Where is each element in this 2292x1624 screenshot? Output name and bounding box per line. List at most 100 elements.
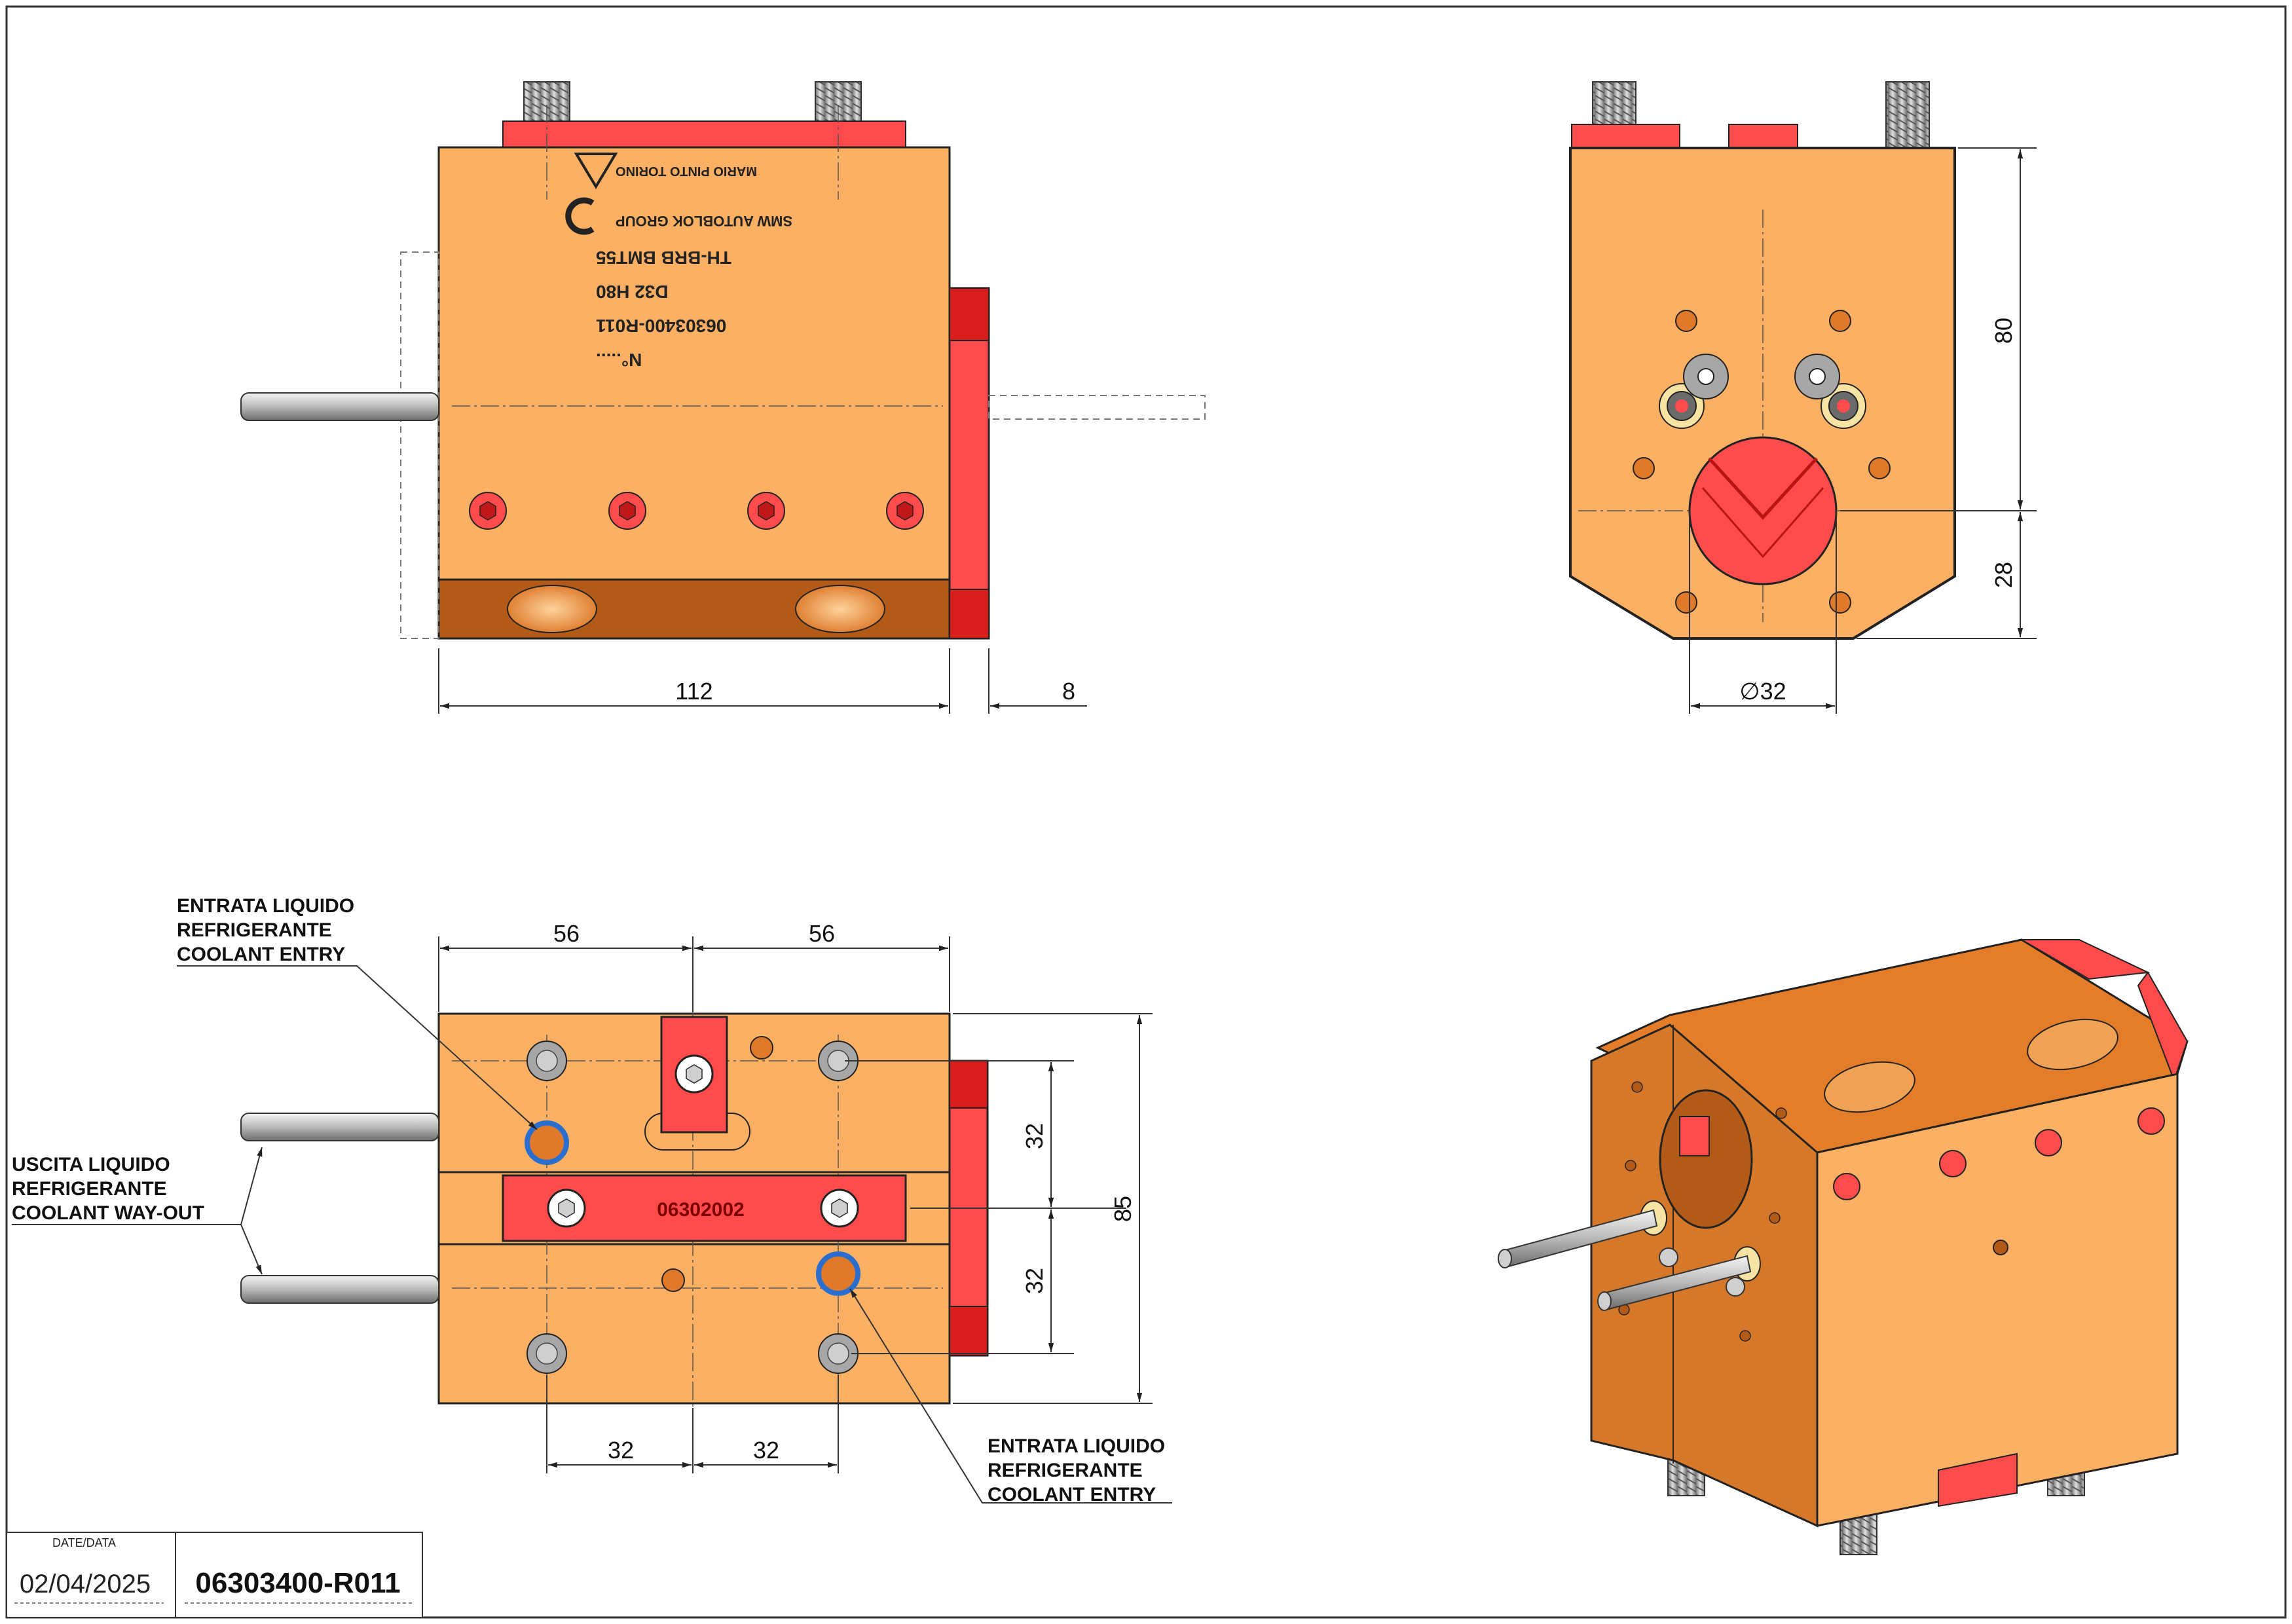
- bottom-coolant-pin-top: [240, 1113, 439, 1141]
- maker-logo-icon: [574, 153, 618, 189]
- hex-socket-icon: [558, 1198, 575, 1218]
- side-view: [1569, 81, 1956, 640]
- side-coolant-fitting-right: [1821, 383, 1866, 429]
- coolant-way-out-callout: USCITA LIQUIDO REFRIGERANTE COOLANT WAY-…: [12, 1147, 263, 1275]
- hole-icon: [1769, 1212, 1781, 1224]
- hole-icon: [1775, 1107, 1787, 1119]
- side-key-left: [1571, 124, 1680, 149]
- front-hidden-pin: [988, 395, 1206, 420]
- note-line: COOLANT WAY-OUT: [12, 1202, 204, 1224]
- hole-icon: [1829, 310, 1851, 332]
- note-line: REFRIGERANTE: [988, 1460, 1143, 1481]
- engraving-code: 06303400-R011: [596, 316, 726, 336]
- side-small-holes: [1633, 310, 1891, 614]
- bottom-flange-bottom: [949, 1306, 988, 1356]
- hex-socket-icon: [479, 501, 496, 521]
- hole-icon: [1829, 591, 1851, 614]
- dim-height-upper: 80: [1990, 318, 2017, 344]
- bottom-bolts: [527, 1041, 859, 1374]
- front-flange-bottom: [949, 589, 989, 639]
- note-line: REFRIGERANTE: [177, 919, 332, 941]
- note-line: ENTRATA LIQUIDO: [988, 1435, 1165, 1457]
- cap-screw-icon: [2035, 1129, 2062, 1156]
- hex-socket-icon: [686, 1064, 703, 1084]
- date-label: DATE/DATA: [52, 1536, 116, 1549]
- hex-socket-icon: [758, 501, 775, 521]
- front-flange-top: [949, 287, 989, 341]
- note-line: COOLANT ENTRY: [177, 944, 345, 965]
- side-bore-v-notch: [1708, 457, 1818, 520]
- iso-top-slot: [1824, 1061, 1915, 1113]
- hole-icon: [661, 1268, 685, 1292]
- iso-bore-key: [1679, 1116, 1710, 1156]
- front-view-dimensions: 112 8: [438, 648, 1087, 714]
- dim-length: 112: [675, 678, 712, 705]
- hole-icon: [750, 1036, 773, 1060]
- note-line: ENTRATA LIQUIDO: [177, 895, 354, 917]
- title-block: DATE/DATA 02/04/2025 06303400-R011: [6, 1532, 423, 1618]
- hole-icon: [1631, 1081, 1643, 1093]
- coolant-entry-top-callout: ENTRATA LIQUIDO REFRIGERANTE COOLANT ENT…: [177, 895, 538, 1130]
- hole-icon: [1633, 457, 1655, 479]
- iso-bore: [1659, 1089, 1753, 1229]
- front-coolant-pin: [240, 392, 439, 421]
- cap-screw-icon: [1833, 1173, 1860, 1200]
- bottom-view: 06302002: [240, 950, 989, 1460]
- front-view: N°..... 06303400-R011 D32 H80 TH-BRB BMT…: [240, 81, 1206, 640]
- dim-vertical-upper: 32: [1021, 1123, 1048, 1149]
- side-stud-right: [1885, 81, 1930, 148]
- front-cap-screws: [469, 492, 924, 530]
- brand-logo-icon: [565, 197, 595, 235]
- dim-bottom-left: 32: [608, 1437, 634, 1464]
- cap-screw-icon: [2137, 1107, 2165, 1135]
- iso-coolant-pins: [1498, 1200, 1761, 1311]
- iso-front-face: [1816, 1073, 2179, 1527]
- dim-top-left: 56: [553, 920, 580, 947]
- hole-icon: [1868, 457, 1891, 479]
- note-line: COOLANT ENTRY: [988, 1484, 1156, 1505]
- isometric-view: [1498, 938, 2189, 1555]
- engraving-maker: MARIO PINTO TORINO: [616, 164, 757, 178]
- front-top-key: [502, 120, 906, 149]
- side-view-dimensions: 80 28 ∅32: [1689, 147, 2037, 714]
- coolant-entry-top-ring: [525, 1120, 569, 1165]
- bottom-view-dimensions: 56 56 32 32 85 32 32: [438, 920, 1153, 1473]
- front-engraving: N°..... 06303400-R011 D32 H80 TH-BRB BMT…: [565, 153, 792, 370]
- engraving-brand: SMW AUTOBLOK GROUP: [616, 213, 792, 229]
- drawing-number: 06303400-R011: [195, 1567, 400, 1599]
- dim-vertical-lower: 32: [1021, 1268, 1048, 1294]
- cap-screw-icon: [1939, 1150, 1967, 1177]
- drawing-date: 02/04/2025: [20, 1570, 151, 1598]
- dim-bottom-right: 32: [753, 1437, 779, 1464]
- coolant-entry-bottom-callout: ENTRATA LIQUIDO REFRIGERANTE COOLANT ENT…: [849, 1288, 1172, 1505]
- hole-icon: [1675, 310, 1697, 332]
- engraving-size: D32 H80: [596, 282, 669, 302]
- hole-icon: [1993, 1240, 2008, 1255]
- hole-icon: [1675, 591, 1697, 614]
- coolant-entry-bottom-ring: [816, 1251, 860, 1296]
- hex-socket-icon: [619, 501, 636, 521]
- front-hidden-outline: [400, 251, 439, 639]
- dim-bore: ∅32: [1739, 678, 1786, 705]
- front-slot-right: [795, 585, 885, 633]
- front-body: [437, 146, 951, 581]
- dim-top-right: 56: [809, 920, 835, 947]
- hole-icon: [1625, 1160, 1636, 1172]
- front-slot-left: [507, 585, 597, 633]
- dim-height-lower: 28: [1990, 562, 2017, 588]
- hex-socket-icon: [896, 501, 914, 521]
- engraving-serial: N°.....: [596, 350, 642, 370]
- bottom-flange-top: [949, 1060, 988, 1109]
- hex-socket-icon: [831, 1198, 848, 1218]
- dim-flange: 8: [1062, 678, 1075, 705]
- bottom-coolant-pin-bottom: [240, 1275, 439, 1304]
- note-line: USCITA LIQUIDO: [12, 1154, 170, 1175]
- note-line: REFRIGERANTE: [12, 1178, 167, 1200]
- iso-front-screws: [1833, 1107, 2165, 1255]
- hole-icon: [1739, 1330, 1751, 1342]
- dim-height: 85: [1109, 1196, 1136, 1222]
- iso-bottom-key: [1938, 1452, 2018, 1507]
- engraving-model: TH-BRB BMT55: [596, 248, 731, 268]
- iso-top-slot: [2027, 1018, 2118, 1071]
